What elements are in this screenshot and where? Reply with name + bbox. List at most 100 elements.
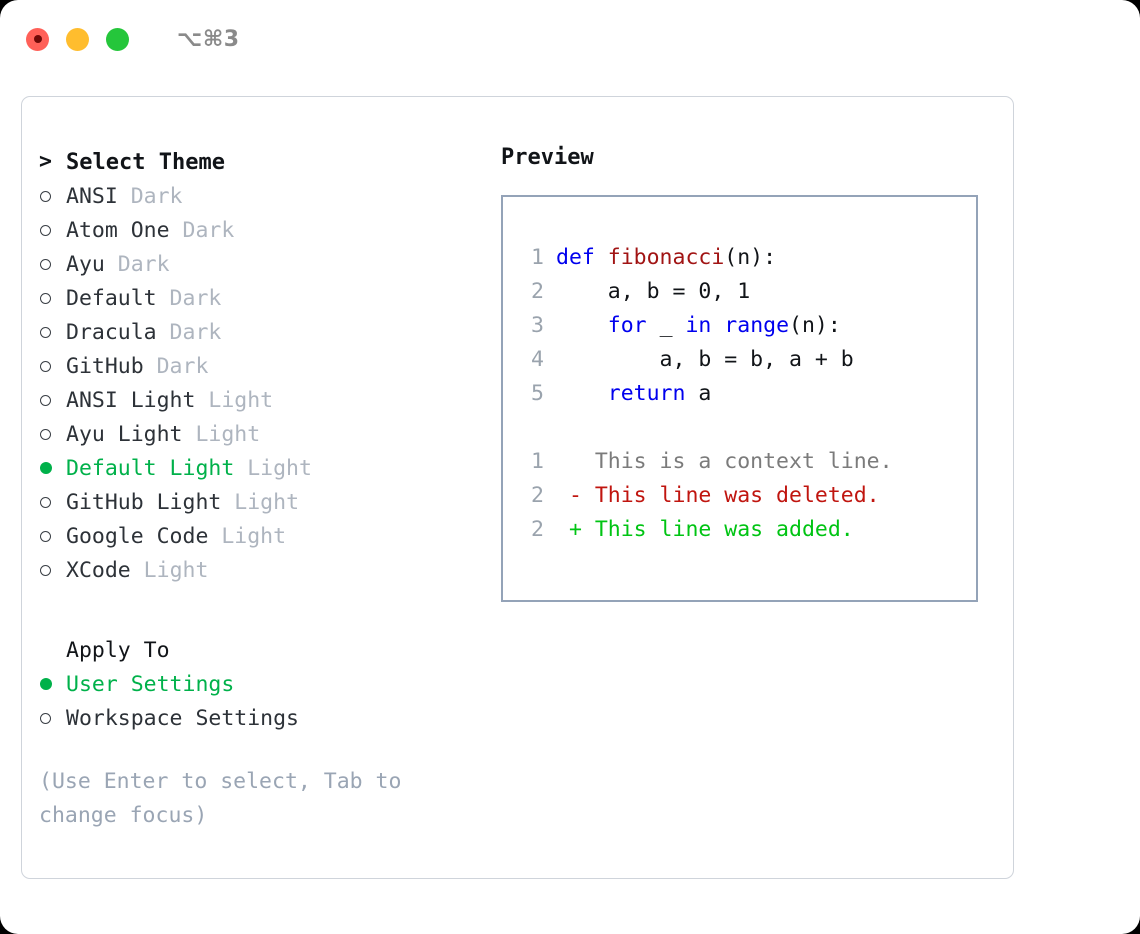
code-line-content: return a [556,377,712,411]
radio-unselected-icon[interactable] [39,292,66,304]
theme-list-item[interactable]: GitHub Dark [39,349,479,383]
theme-list-item[interactable]: Dracula Dark [39,315,479,349]
radio-unselected-icon[interactable] [39,394,66,406]
code-line-content: for _ in range(n): [556,309,841,343]
apply-to-header-row: Apply To [39,633,479,667]
theme-name-label: XCode [66,557,131,583]
diff-line-content: - This line was deleted. [556,483,880,508]
radio-unselected-icon[interactable] [39,564,66,576]
code-token-plain: a, b = 0, 1 [556,279,751,304]
diff-line-content: + This line was added. [556,517,854,542]
radio-glyph [40,360,51,372]
theme-list-item[interactable]: XCode Light [39,553,479,587]
theme-name-label: Ayu Light [66,421,183,447]
radio-unselected-icon[interactable] [39,326,66,338]
apply-to-option[interactable]: Workspace Settings [39,701,479,735]
code-line: 4 a, b = b, a + b [518,343,893,377]
theme-name-label: GitHub Light [66,489,222,515]
radio-unselected-icon[interactable] [39,258,66,270]
code-blank-line [518,411,893,445]
theme-name-label: Dracula [66,319,157,345]
apply-to-label: Workspace Settings [66,705,299,731]
radio-glyph [40,462,52,474]
code-line-content: def fibonacci(n): [556,241,776,275]
theme-list-item[interactable]: Ayu Light Light [39,417,479,451]
code-line-content: a, b = b, a + b [556,343,854,377]
theme-kind-label: Light [182,421,261,447]
code-line: 5 return a [518,377,893,411]
keyboard-shortcut-label: ⌥⌘3 [177,26,240,52]
code-token-kw: def [556,245,608,270]
code-line-content: a, b = 0, 1 [556,275,750,309]
radio-glyph [40,258,51,270]
radio-unselected-icon[interactable] [39,712,66,724]
theme-name-label: Default Light [66,455,235,481]
theme-name-label: Google Code [66,523,209,549]
theme-list-item[interactable]: Google Code Light [39,519,479,553]
page-title: Select Theme [66,149,225,175]
theme-kind-label: Dark [117,183,183,209]
code-token-kw: in range [685,313,790,338]
code-line: 1 def fibonacci(n): [518,241,893,275]
minimize-window-button[interactable] [66,27,89,51]
code-token-plain: (n): [724,245,777,270]
theme-list-item[interactable]: ANSI Light Light [39,383,479,417]
diff-line: 2 - This line was deleted. [518,479,893,513]
close-window-button[interactable] [26,27,49,51]
radio-unselected-icon[interactable] [39,190,66,202]
code-token-kw: for [607,313,647,338]
radio-glyph [40,394,51,406]
code-token-plain: (n): [789,313,841,338]
maximize-window-button[interactable] [106,27,129,51]
theme-kind-label: Light [234,455,312,481]
theme-list-item[interactable]: Ayu Dark [39,247,479,281]
radio-selected-icon[interactable] [39,678,66,690]
theme-list-item[interactable]: GitHub Light Light [39,485,479,519]
code-token-plain: a, b = b, a + b [556,347,854,372]
theme-kind-label: Dark [143,353,209,379]
radio-selected-icon[interactable] [39,462,66,474]
theme-name-label: GitHub [66,353,144,379]
radio-unselected-icon[interactable] [39,224,66,236]
theme-name-label: ANSI Light [66,387,196,413]
theme-kind-label: Light [221,489,300,515]
theme-list-item[interactable]: Atom One Dark [39,213,479,247]
theme-list-item[interactable]: Default Dark [39,281,479,315]
diff-line: 1 This is a context line. [518,445,893,479]
radio-glyph [40,712,51,724]
radio-glyph [40,428,51,440]
theme-kind-label: Light [195,387,274,413]
radio-unselected-icon[interactable] [39,496,66,508]
theme-name-label: Atom One [66,217,170,243]
radio-unselected-icon[interactable] [39,360,66,372]
code-line-number: 4 [531,347,544,372]
radio-glyph [40,496,51,508]
theme-kind-label: Light [208,523,287,549]
theme-kind-label: Dark [156,285,222,311]
theme-kind-label: Dark [156,319,222,345]
theme-kind-label: Dark [169,217,235,243]
title-bar: ⌥⌘3 [0,0,1140,78]
code-token-kw: return [607,381,686,406]
traffic-light-group [26,27,129,51]
radio-glyph [40,678,52,690]
radio-unselected-icon[interactable] [39,428,66,440]
radio-unselected-icon[interactable] [39,530,66,542]
code-token-plain [556,313,608,338]
theme-name-label: Default [66,285,157,311]
theme-list-item[interactable]: Default Light Light [39,451,479,485]
apply-to-option[interactable]: User Settings [39,667,479,701]
code-line-number: 2 [531,279,544,304]
caret-icon: > [39,149,52,175]
diff-line: 2 + This line was added. [518,513,893,547]
code-line-number: 5 [531,381,544,406]
theme-name-label: Ayu [66,251,105,277]
theme-list-item[interactable]: ANSI Dark [39,179,479,213]
code-token-fn: fibonacci [607,245,725,270]
code-line-number: 1 [531,245,544,270]
section-spacer [39,587,479,633]
